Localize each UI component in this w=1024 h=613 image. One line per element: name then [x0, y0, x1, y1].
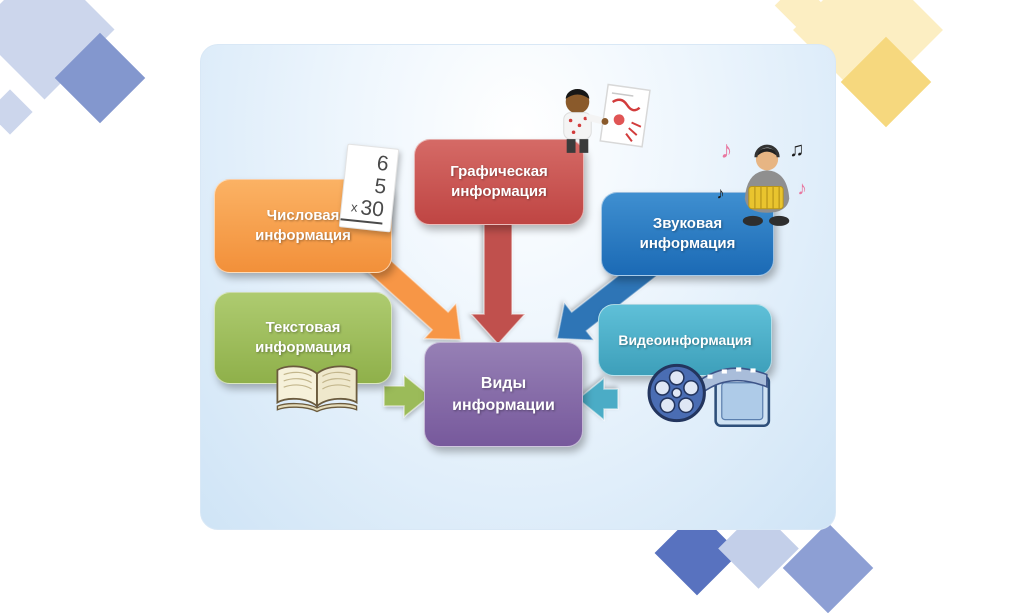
music-note-icon: ♫	[789, 139, 804, 161]
node-video-information: Видеоинформация	[598, 304, 772, 376]
node-video-label: Видеоинформация	[618, 331, 752, 348]
decoration-diamond-top-left-small	[0, 89, 33, 135]
slide-background	[200, 44, 836, 530]
open-book-image	[276, 365, 358, 413]
child-drawing-image	[563, 83, 651, 153]
node-text-label: Текстовая информация	[255, 318, 351, 356]
music-note-icon: ♪	[721, 137, 733, 164]
decoration-diamond-bottom-right-medium	[782, 522, 874, 613]
numbers-card-multiplication-row: х30	[340, 194, 385, 225]
node-sound-label: Звуковая информация	[639, 214, 736, 252]
musician-image: ♪ ♫ ♪ ♪	[716, 137, 807, 226]
music-note-icon: ♪	[797, 179, 807, 200]
node-center-types-of-information: Виды информации	[424, 342, 583, 447]
node-graphic-label: Графическая информация	[450, 162, 548, 200]
film-reel-image	[647, 363, 771, 428]
numbers-card-digit3: 30	[359, 196, 385, 222]
node-center-label: Виды информации	[452, 374, 555, 414]
node-numeric-label: Числовая информация	[255, 206, 351, 244]
numbers-card-image: 6 5 х30	[338, 143, 400, 233]
numbers-card-multiply-sign: х	[350, 199, 359, 216]
node-graphic-information: Графическая информация	[414, 139, 584, 225]
node-sound-information: Звуковая информация	[601, 192, 774, 276]
node-text-information: Текстовая информация	[214, 292, 392, 384]
music-note-icon: ♪	[716, 185, 724, 203]
